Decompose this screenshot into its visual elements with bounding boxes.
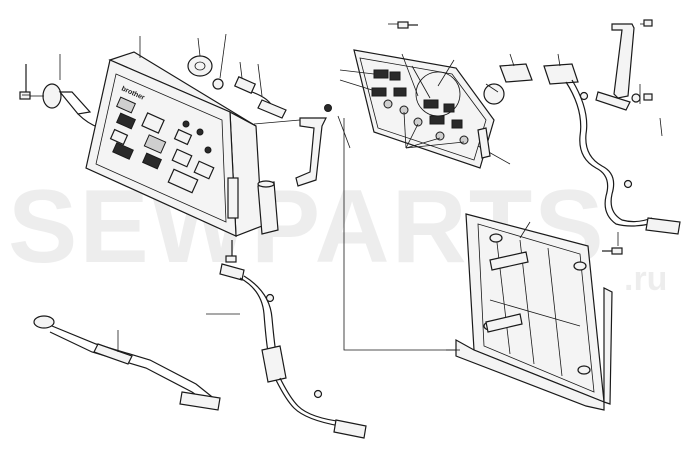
washer-ring — [187, 37, 213, 77]
plug-cable-top — [233, 61, 287, 119]
bracket-right — [595, 19, 663, 137]
cable-bottom-left — [33, 315, 221, 411]
callout-lines — [337, 115, 460, 351]
screw-pcb-top — [388, 21, 418, 29]
screw-left — [19, 64, 31, 100]
small-nut — [212, 33, 227, 90]
pcb-board — [339, 49, 511, 169]
screw-base — [602, 232, 623, 255]
pcb-small-parts — [477, 83, 505, 159]
spacer-tube — [257, 180, 279, 235]
watermark-suffix: .ru — [624, 260, 667, 298]
screw-center — [225, 240, 237, 263]
harness-center — [206, 263, 367, 439]
harness-right — [543, 53, 681, 235]
base-plate — [446, 213, 613, 411]
connector-left-cable — [30, 54, 101, 129]
bracket-center — [253, 104, 332, 187]
connector-right-a — [499, 53, 533, 83]
